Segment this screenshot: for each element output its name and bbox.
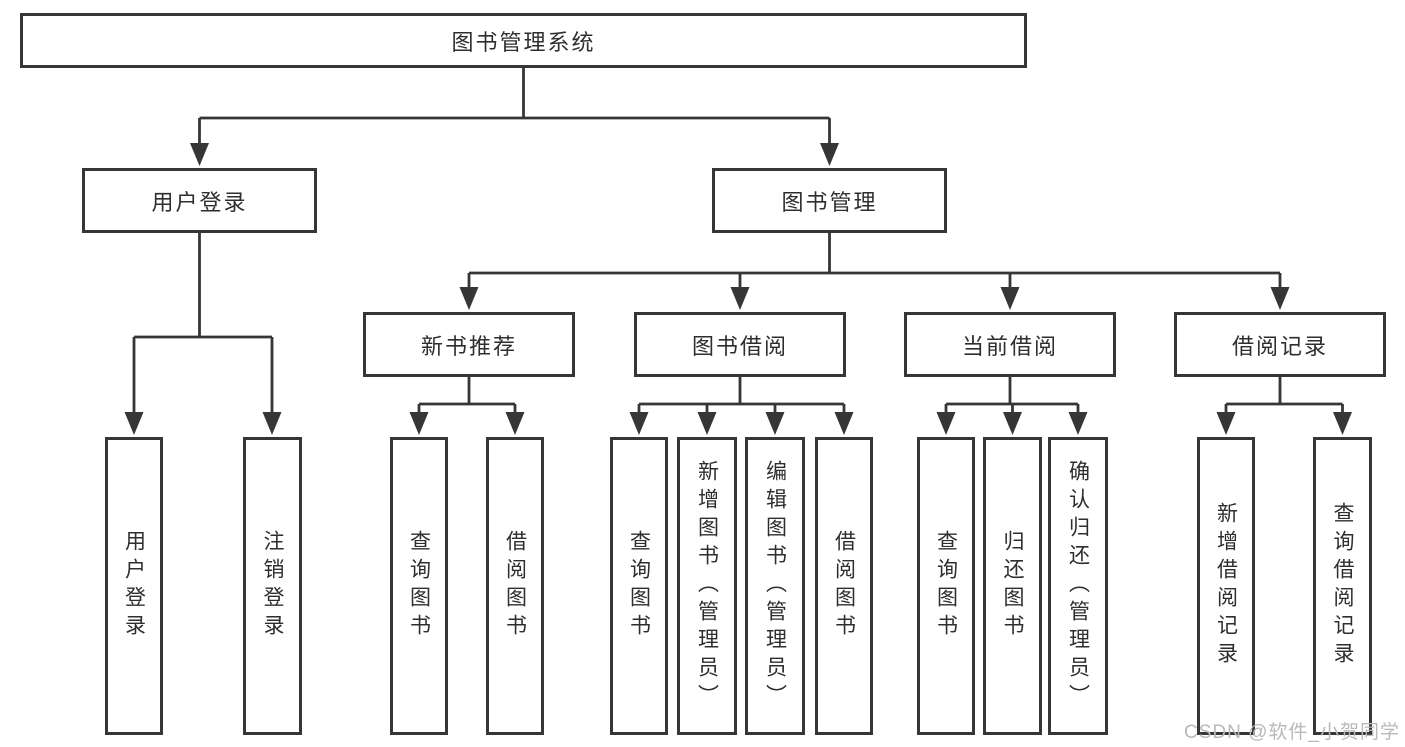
node-leaf-br-add-record: 新增借阅记录 [1197, 437, 1255, 735]
connector-book-management-to-level3 [467, 233, 1282, 292]
node-leaf-cb-confirm-return-admin: 确认归还（管理员） [1048, 437, 1108, 735]
node-leaf-bb-add-books-admin: 新增图书（管理员） [677, 437, 737, 735]
connector-new-book-to-leaves [417, 377, 517, 417]
node-library-management-system: 图书管理系统 [20, 13, 1027, 68]
node-leaf-bb-query-books: 查询图书 [610, 437, 668, 735]
node-current-borrow: 当前借阅 [904, 312, 1116, 377]
node-leaf-cb-return-books: 归还图书 [983, 437, 1042, 735]
arrowheads-user-login-to-leaves [124, 412, 282, 435]
arrowheads-root-to-level2 [190, 143, 839, 166]
connector-book-borrow-to-leaves [637, 377, 846, 417]
node-leaf-nb-query-books: 查询图书 [390, 437, 448, 735]
node-leaf-br-query-record: 查询借阅记录 [1313, 437, 1372, 735]
connector-user-login-to-leaves [132, 233, 274, 417]
node-leaf-nb-borrow-books: 借阅图书 [486, 437, 544, 735]
arrowheads-book-management-to-level3 [459, 287, 1290, 310]
arrowheads-book-borrow-to-leaves [629, 412, 854, 435]
node-leaf-user-login: 用户登录 [105, 437, 163, 735]
node-new-book-recommend: 新书推荐 [363, 312, 575, 377]
node-book-borrow: 图书借阅 [634, 312, 846, 377]
arrowheads-borrow-records-to-leaves [1216, 412, 1352, 435]
connector-root-to-level2 [198, 68, 831, 148]
node-user-login: 用户登录 [82, 168, 317, 233]
arrowheads-current-borrow-to-leaves [936, 412, 1088, 435]
node-borrow-records: 借阅记录 [1174, 312, 1386, 377]
connector-current-borrow-to-leaves [944, 377, 1080, 417]
node-book-management: 图书管理 [712, 168, 947, 233]
node-leaf-logout: 注销登录 [243, 437, 302, 735]
node-leaf-bb-borrow-books: 借阅图书 [815, 437, 873, 735]
connector-borrow-records-to-leaves [1224, 377, 1344, 417]
arrowheads-new-book-to-leaves [409, 412, 525, 435]
csdn-watermark: CSDN @软件_小贺同学 [1184, 722, 1400, 743]
node-leaf-bb-edit-books-admin: 编辑图书（管理员） [745, 437, 805, 735]
node-leaf-cb-query-books: 查询图书 [917, 437, 975, 735]
